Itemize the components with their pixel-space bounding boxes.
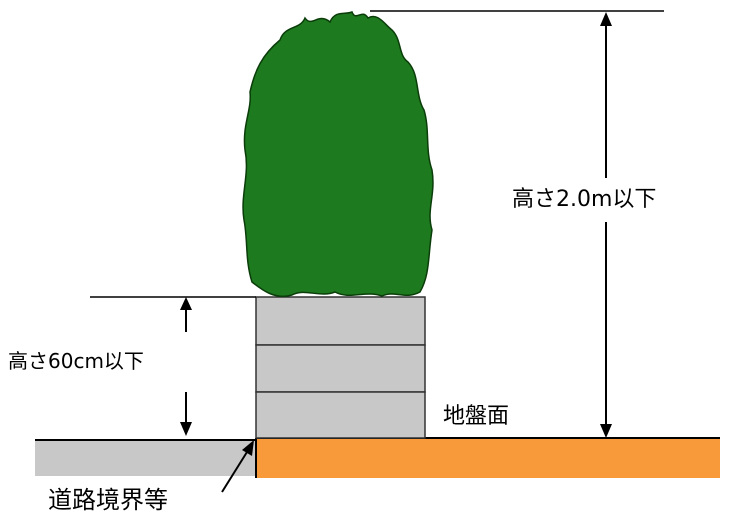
- arrow-icon: [180, 422, 192, 436]
- tree-height-label: 高さ2.0m以下: [512, 187, 656, 212]
- road-surface: [35, 440, 257, 476]
- arrow-icon: [600, 424, 612, 438]
- tree-icon: [242, 11, 434, 297]
- ground-surface: [257, 438, 720, 478]
- block-course-middle: [255, 344, 426, 393]
- arrow-icon: [600, 12, 612, 26]
- block-course-top: [255, 296, 426, 346]
- road-boundary-label: 道路境界等: [48, 486, 168, 514]
- arrow-icon: [242, 440, 254, 456]
- arrow-icon: [180, 297, 192, 310]
- block-height-label: 高さ60cm以下: [8, 349, 144, 373]
- block-course-bottom: [255, 391, 426, 439]
- road-boundary-pointer-shaft: [221, 451, 248, 493]
- ground-surface-label: 地盤面: [443, 404, 509, 429]
- block-wall: [255, 296, 426, 439]
